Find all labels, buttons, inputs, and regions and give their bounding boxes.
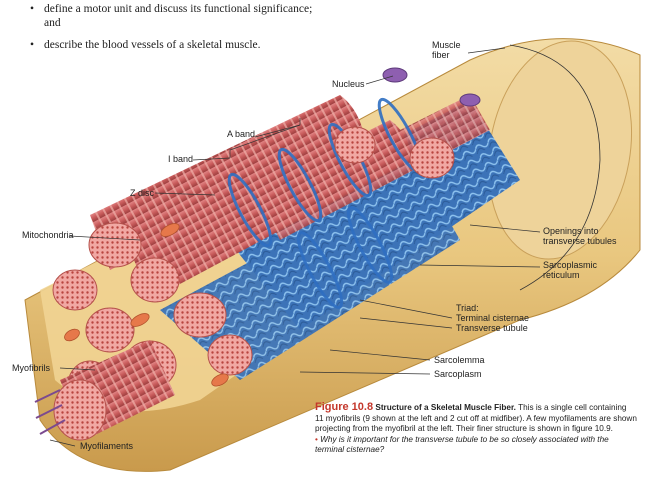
label-myofilaments: Myofilaments: [80, 441, 133, 451]
label-openings: Openings into transverse tubules: [543, 226, 638, 246]
label-mitochondria: Mitochondria: [22, 230, 74, 240]
figure-number: Figure 10.8: [315, 401, 373, 413]
label-myofibrils: Myofibrils: [12, 363, 50, 373]
label-a-band: A band: [227, 129, 255, 139]
figure-title: Structure of a Skeletal Muscle Fiber.: [375, 403, 516, 412]
myofibril-end: [54, 380, 106, 440]
caption-question: • Why is it important for the transverse…: [315, 435, 637, 456]
label-sarcoplasmic-reticulum: Sarcoplasmic reticulum: [543, 260, 623, 280]
label-text: Muscle fiber: [432, 40, 472, 60]
label-z-disc: Z disc: [130, 188, 154, 198]
label-terminal-cisternae: Terminal cisternae: [456, 313, 529, 323]
question-text: Why is it important for the transverse t…: [315, 435, 609, 455]
figure-caption: Figure 10.8 Structure of a Skeletal Musc…: [315, 402, 637, 456]
label-sarcolemma: Sarcolemma: [434, 355, 485, 365]
nucleus: [383, 68, 407, 82]
nucleus: [460, 94, 480, 106]
label-transverse-tubule: Transverse tubule: [456, 323, 528, 333]
label-triad: Triad:: [456, 303, 479, 313]
label-nucleus: Nucleus: [332, 79, 365, 89]
label-muscle-fiber: Muscle fiber: [432, 40, 472, 60]
label-sarcoplasm: Sarcoplasm: [434, 369, 482, 379]
label-i-band: I band: [168, 154, 193, 164]
